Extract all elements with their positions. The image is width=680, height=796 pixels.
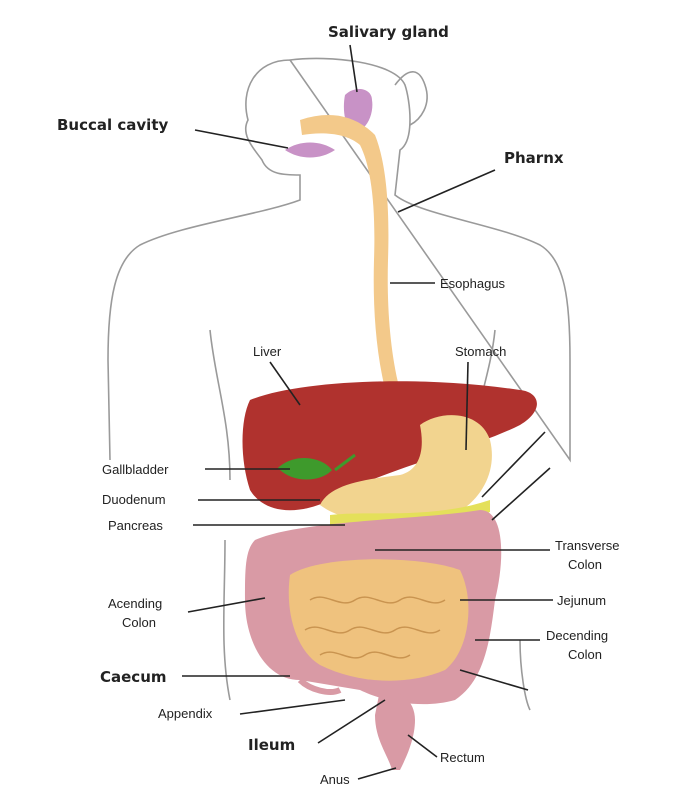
label-gallbladder: Gallbladder xyxy=(102,462,169,477)
label-transverse-colon-1: Transverse xyxy=(555,538,620,553)
label-stomach: Stomach xyxy=(455,344,506,359)
label-rectum: Rectum xyxy=(440,750,485,765)
small-intestine-shape xyxy=(288,559,469,681)
label-ileum: Ileum xyxy=(248,736,295,754)
stomach-shape xyxy=(320,415,492,526)
rectum-shape xyxy=(375,690,415,770)
label-pharynx: Pharnx xyxy=(504,149,564,167)
label-buccal-cavity: Buccal cavity xyxy=(57,116,168,134)
label-descending-colon-1: Decending xyxy=(546,628,608,643)
label-esophagus: Esophagus xyxy=(440,276,506,291)
label-caecum: Caecum xyxy=(100,668,167,686)
label-appendix: Appendix xyxy=(158,706,213,721)
label-transverse-colon-2: Colon xyxy=(568,557,602,572)
gallbladder-shape xyxy=(277,453,356,480)
leader-lines xyxy=(182,44,553,780)
label-pancreas: Pancreas xyxy=(108,518,163,533)
esophagus-shape xyxy=(300,115,420,450)
appendix-shape xyxy=(297,677,342,695)
label-salivary-gland: Salivary gland xyxy=(328,23,449,41)
label-anus: Anus xyxy=(320,772,350,787)
label-descending-colon-2: Colon xyxy=(568,647,602,662)
label-liver: Liver xyxy=(253,344,282,359)
label-ascending-colon-2: Colon xyxy=(122,615,156,630)
label-duodenum: Duodenum xyxy=(102,492,166,507)
label-ascending-colon-1: Acending xyxy=(108,596,162,611)
buccal-cavity-shape xyxy=(285,142,335,158)
label-jejunum: Jejunum xyxy=(557,593,606,608)
